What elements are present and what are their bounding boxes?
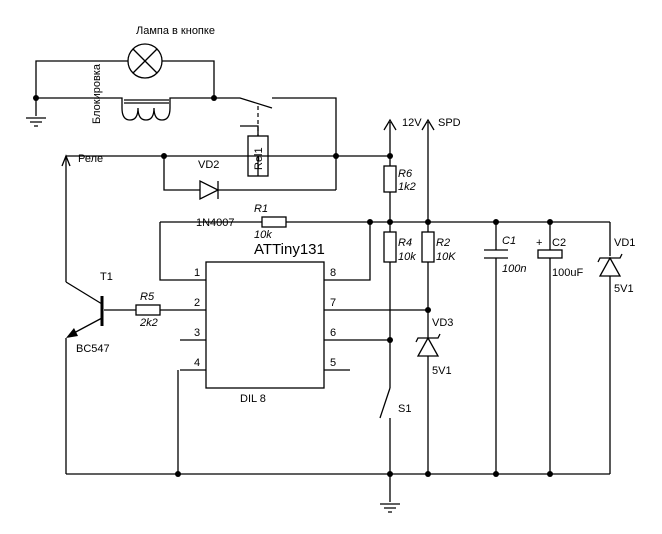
relay-contact: [214, 97, 273, 109]
ic-name: ATTiny131: [254, 241, 325, 258]
lamp: [127, 43, 163, 79]
spd-net: [421, 118, 435, 232]
r4-value: 10k: [398, 251, 416, 263]
ground-symbol-bottom: [380, 474, 400, 513]
relay-label: Rel1: [253, 147, 265, 170]
c2-value: 100uF: [552, 267, 583, 279]
ic-pin-5: 5: [330, 357, 336, 369]
r6-resistor: [383, 165, 397, 193]
s1-switch: [379, 387, 391, 474]
r2-ref: R2: [436, 237, 450, 249]
c2-plus: +: [536, 237, 542, 249]
c2-capacitor: [537, 249, 563, 259]
ic-pin-6: 6: [330, 327, 336, 339]
r1-value: 10k: [254, 229, 272, 241]
r5-ref: R5: [140, 291, 155, 303]
ic-pin-1: 1: [194, 267, 200, 279]
ic-pin-2: 2: [194, 297, 200, 309]
r1-resistor: [261, 216, 287, 228]
r2-value: 10K: [436, 251, 456, 263]
t1-part: BC547: [76, 343, 110, 355]
ic-package: DIL 8: [240, 393, 266, 405]
r1-ref: R1: [254, 203, 268, 215]
coil-label: Блокировка: [91, 63, 103, 124]
vd1-ref: VD1: [614, 237, 635, 249]
r6-value: 1k2: [398, 181, 416, 193]
supply-12v: [383, 118, 397, 156]
c1-value: 100n: [502, 263, 526, 275]
vd2-diode: [199, 179, 220, 201]
vd3-ref: VD3: [432, 317, 453, 329]
attiny-ic: [205, 261, 325, 389]
vd3-value: 5V1: [432, 365, 452, 377]
t1-ref: T1: [100, 271, 113, 283]
vd1-value: 5V1: [614, 283, 634, 295]
r5-value: 2k2: [139, 317, 158, 329]
vd3-zener: [415, 333, 441, 357]
t1-transistor: [65, 281, 104, 338]
r5-resistor: [135, 304, 161, 316]
s1-ref: S1: [398, 403, 411, 415]
c1-ref: C1: [502, 235, 516, 247]
spd-label: SPD: [438, 117, 461, 129]
r4-resistor: [383, 231, 397, 263]
junctions: [33, 95, 553, 477]
r6-ref: R6: [398, 168, 413, 180]
vd2-ref: VD2: [198, 159, 219, 171]
r2-resistor: [421, 231, 435, 263]
vd2-part: 1N4007: [196, 217, 235, 229]
relay-net-label: Реле: [78, 153, 103, 165]
lamp-label: Лампа в кнопке: [136, 25, 215, 37]
supply-12v-label: 12V: [402, 117, 422, 129]
vd1-zener: [597, 253, 623, 277]
lamp-wires: [35, 60, 215, 98]
blocking-coil: [121, 107, 171, 121]
ic-pin-3: 3: [194, 327, 200, 339]
c2-ref: C2: [552, 237, 566, 249]
ic-pin-4: 4: [194, 357, 200, 369]
ic-pin-7: 7: [330, 297, 336, 309]
ic-pin-8: 8: [330, 267, 336, 279]
ground-symbol-top: [26, 98, 46, 127]
r4-ref: R4: [398, 237, 412, 249]
